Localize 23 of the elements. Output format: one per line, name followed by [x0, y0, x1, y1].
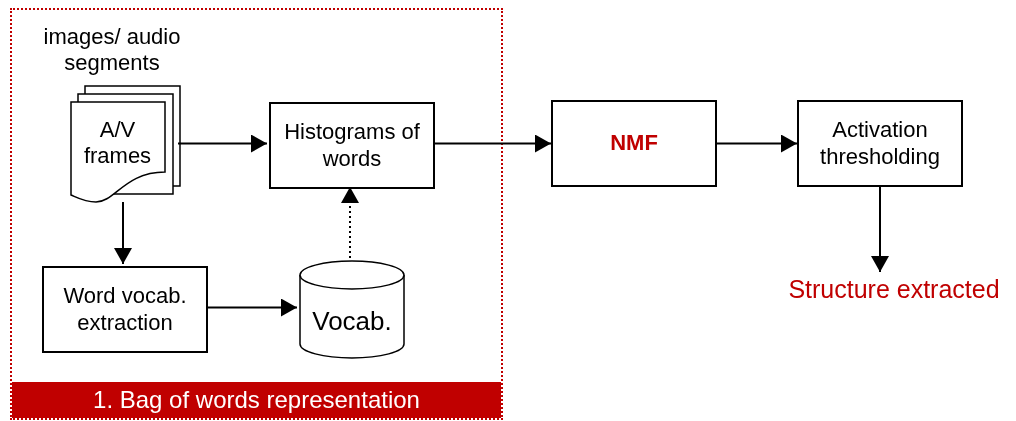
- node-text: Histograms of words: [283, 119, 421, 172]
- process-box: [42, 266, 208, 353]
- database-cylinder: [299, 260, 405, 359]
- arrow: [871, 186, 889, 273]
- arrow: [114, 201, 132, 265]
- arrow: [177, 134, 268, 153]
- arrow: [716, 134, 798, 153]
- process-box: [797, 100, 963, 187]
- process-box: [551, 100, 717, 187]
- node-text: Activation thresholding: [819, 117, 941, 170]
- node-text: Vocab.: [312, 305, 392, 338]
- document-stack: [70, 86, 180, 204]
- arrow: [432, 134, 552, 153]
- output-text: Structure extracted: [788, 274, 1000, 304]
- node-text: Word vocab. extraction: [62, 283, 188, 336]
- node-caption: images/ audio segments: [42, 24, 182, 77]
- arrow: [341, 186, 359, 259]
- node-text: A/V frames: [82, 116, 153, 170]
- group-heading: 1. Bag of words representation: [12, 382, 501, 418]
- arrow: [205, 298, 298, 317]
- group-box: [10, 8, 503, 420]
- process-box: [269, 102, 435, 189]
- node-text: NMF: [609, 130, 659, 157]
